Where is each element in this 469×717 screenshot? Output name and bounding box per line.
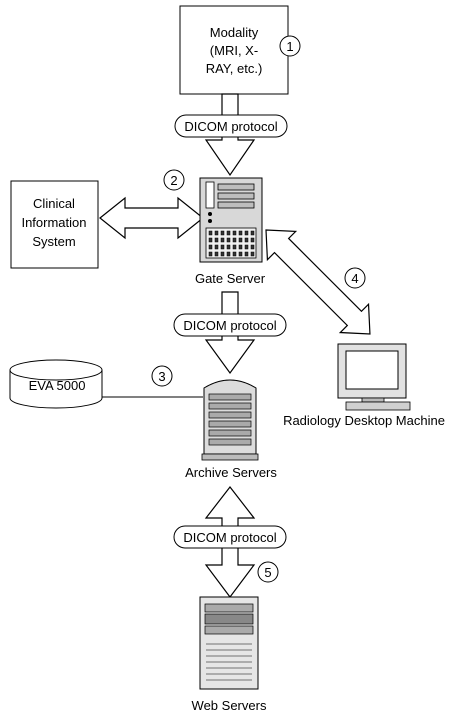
step-1-number: 1 <box>286 39 293 54</box>
radiology-desktop-label: Radiology Desktop Machine <box>283 413 445 428</box>
step-5-marker: 5 <box>257 561 279 583</box>
dicom-protocol-label-3: DICOM protocol <box>173 525 287 549</box>
step-2-marker: 2 <box>163 169 185 191</box>
step-4-marker: 4 <box>344 267 366 289</box>
step-1-marker: 1 <box>279 35 301 57</box>
clinical-information-system-node: Clinical Information System <box>10 180 99 269</box>
gate-server-label: Gate Server <box>195 271 266 286</box>
step-1-circle <box>279 35 301 57</box>
dicom-protocol-label-2: DICOM protocol <box>173 313 287 337</box>
web-servers-label: Web Servers <box>192 698 267 713</box>
clinical-gate-double-arrow <box>99 196 204 240</box>
eva-5000-label: EVA 5000 <box>29 378 86 393</box>
step-2-circle <box>163 169 185 191</box>
clinical-label-line-2: Information <box>21 215 86 230</box>
protocol-text-2: DICOM protocol <box>183 318 276 333</box>
radiology-desktop-icon <box>337 343 411 411</box>
step-3-marker: 3 <box>151 365 173 387</box>
gate-server-icon <box>199 177 263 263</box>
step-4-number: 4 <box>351 271 358 286</box>
modality-node: Modality (MRI, X- RAY, etc.) <box>179 5 289 95</box>
gate-desktop-double-arrow <box>265 229 371 335</box>
modality-label-line-1: Modality <box>210 25 259 40</box>
step-3-circle <box>151 365 173 387</box>
clinical-label-line-3: System <box>32 234 75 249</box>
step-5-circle <box>257 561 279 583</box>
step-4-circle <box>344 267 366 289</box>
step-3-number: 3 <box>158 369 165 384</box>
modality-box <box>179 5 289 95</box>
protocol-pill-3 <box>173 525 287 549</box>
eva-5000-storage-icon <box>9 359 103 409</box>
step-2-number: 2 <box>170 173 177 188</box>
modality-label-line-2: (MRI, X- <box>210 43 258 58</box>
step-5-number: 5 <box>264 565 271 580</box>
protocol-pill-2 <box>173 313 287 337</box>
clinical-label-line-1: Clinical <box>33 196 75 211</box>
archive-servers-label: Archive Servers <box>185 465 277 480</box>
protocol-text-1: DICOM protocol <box>184 119 277 134</box>
dicom-protocol-label-1: DICOM protocol <box>174 114 288 138</box>
clinical-box <box>10 180 99 269</box>
protocol-pill-1 <box>174 114 288 138</box>
web-server-icon <box>199 596 259 690</box>
archive-server-icon <box>201 379 259 461</box>
protocol-text-3: DICOM protocol <box>183 530 276 545</box>
modality-label-line-3: RAY, etc.) <box>206 61 263 76</box>
